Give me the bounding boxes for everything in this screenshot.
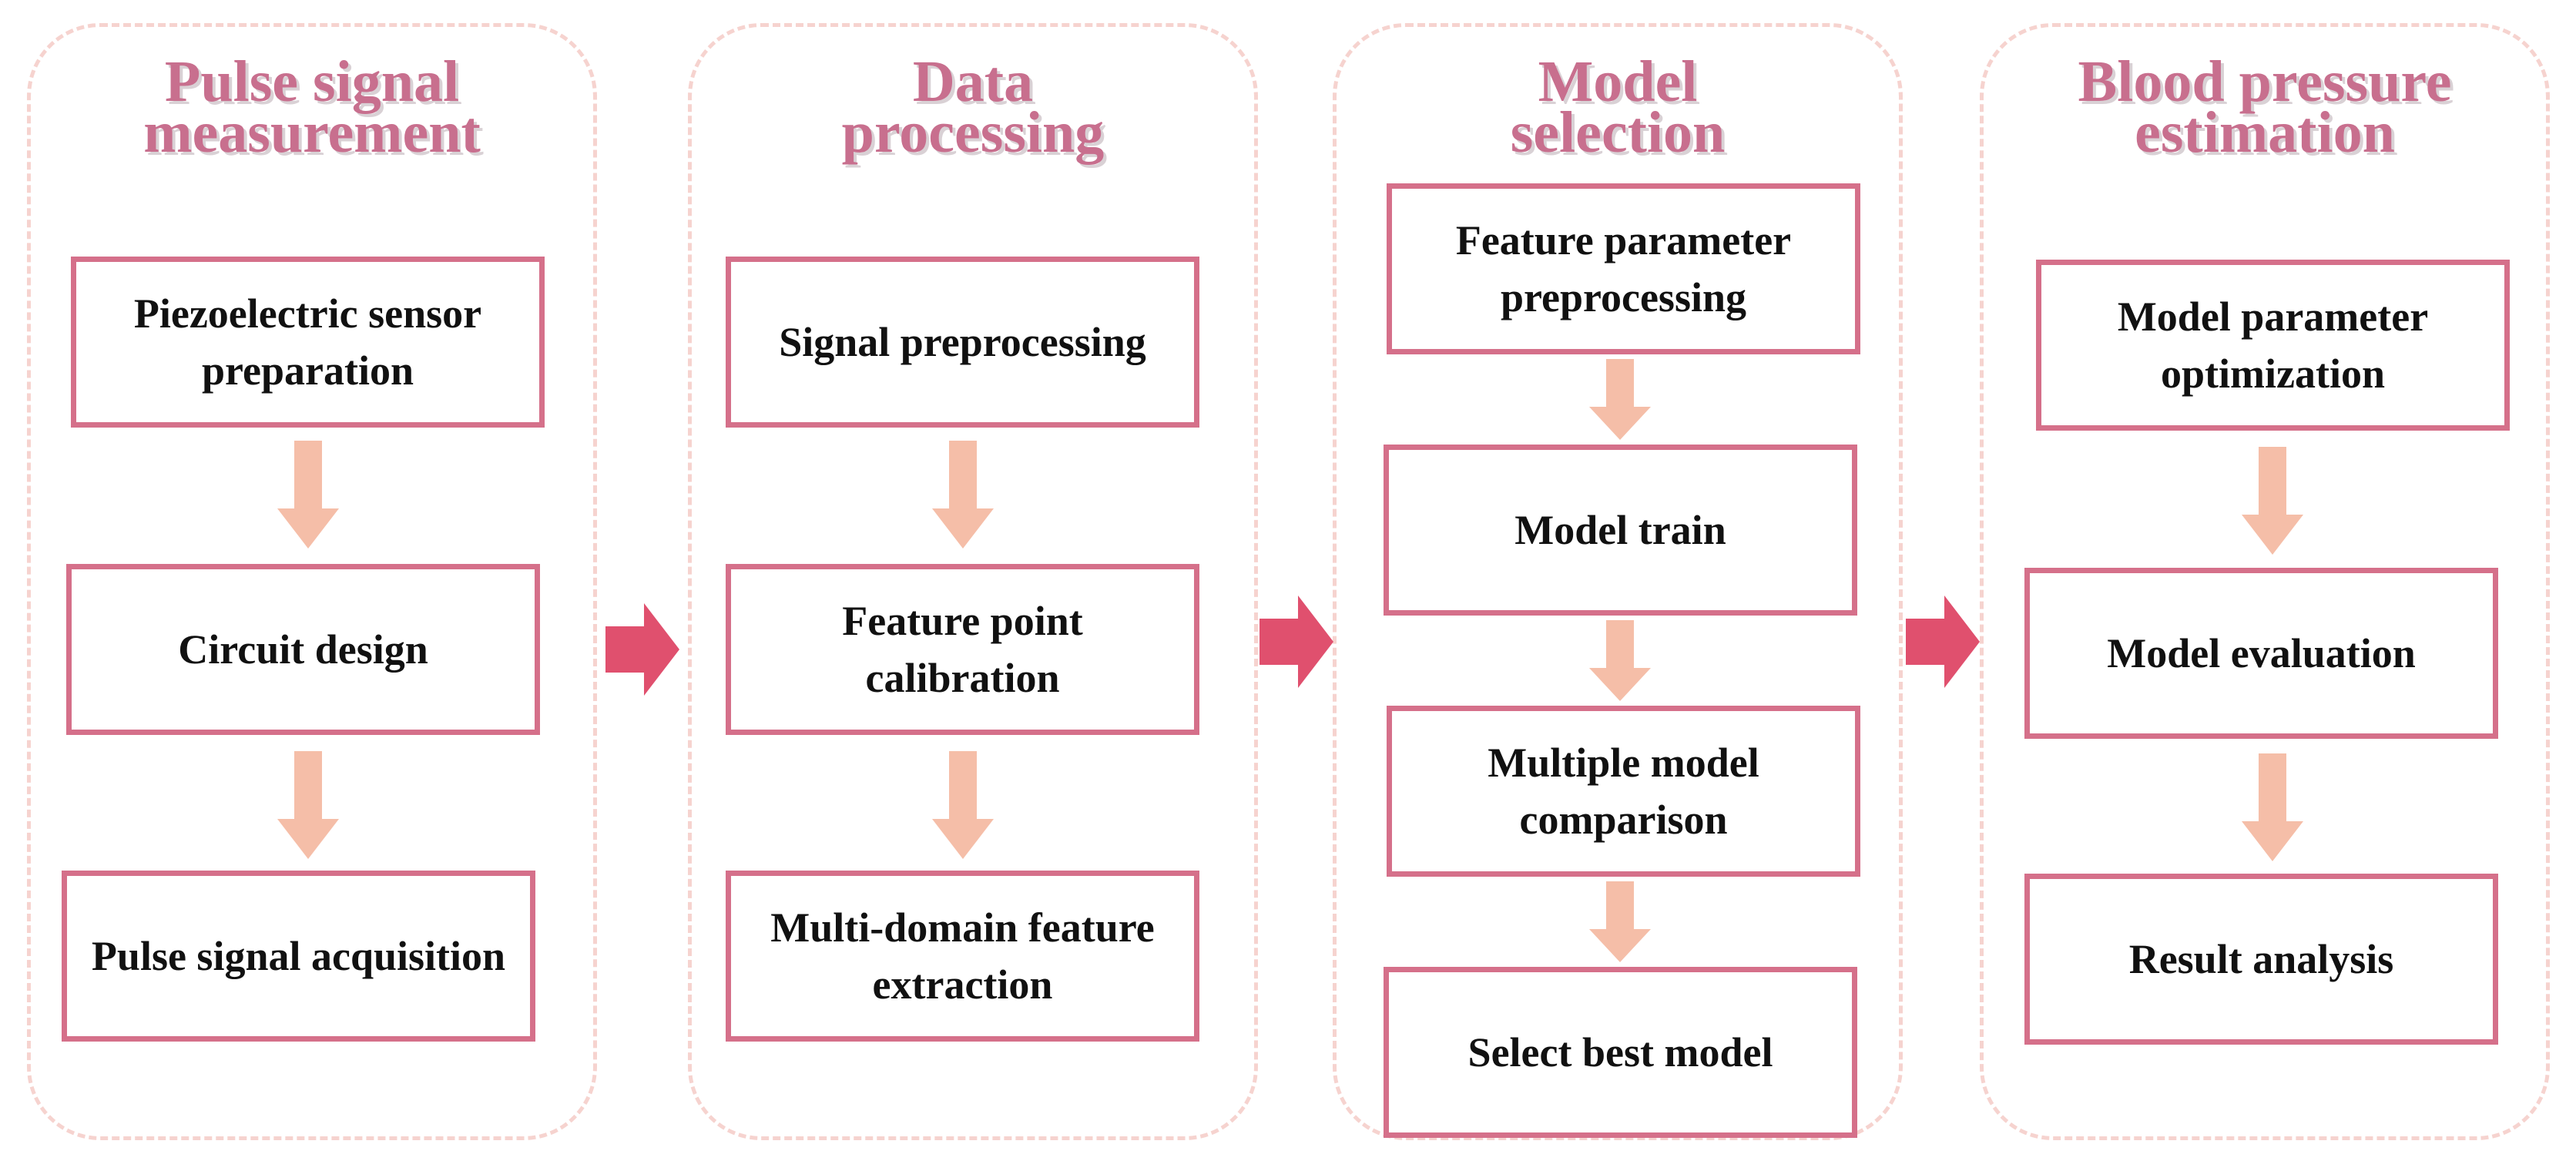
- stage-panel-data-processing: Data processing: [688, 23, 1258, 1140]
- step-box: Feature parameter preprocessing: [1387, 183, 1860, 354]
- step-box: Result analysis: [2024, 874, 2498, 1045]
- step-label: Model parameter optimization: [2117, 294, 2429, 397]
- step-label: Model evaluation: [2107, 630, 2416, 676]
- down-arrow-icon: [1589, 359, 1651, 440]
- stage-panel-bp-estimation: Blood pressure estimation: [1980, 23, 2550, 1140]
- step-label: Result analysis: [2128, 936, 2394, 982]
- step-label: Multiple model comparison: [1488, 740, 1759, 843]
- step-box: Select best model: [1384, 967, 1857, 1138]
- stage-title-line: Model: [1538, 49, 1698, 114]
- step-box: Pulse signal acquisition: [62, 871, 535, 1042]
- stage-title-line: estimation: [2135, 100, 2395, 165]
- step-box: Multi-domain feature extraction: [726, 871, 1199, 1042]
- down-arrow-icon: [932, 441, 994, 549]
- right-arrow-icon: [605, 603, 679, 696]
- stage-panel-pulse-measurement: Pulse signal measurement: [27, 23, 597, 1140]
- step-label: Multi-domain feature extraction: [770, 904, 1155, 1008]
- down-arrow-icon: [277, 441, 339, 549]
- step-label: Circuit design: [178, 626, 428, 673]
- right-arrow-icon: [1906, 596, 1980, 688]
- stage-title-line: selection: [1510, 100, 1726, 165]
- step-box: Model evaluation: [2024, 568, 2498, 739]
- step-label: Signal preprocessing: [779, 319, 1146, 365]
- step-label: Select best model: [1467, 1029, 1773, 1075]
- step-label: Feature parameter preprocessing: [1455, 217, 1792, 320]
- step-box: Signal preprocessing: [726, 257, 1199, 428]
- step-box: Model parameter optimization: [2036, 260, 2510, 431]
- step-label: Piezoelectric sensor preparation: [133, 290, 482, 394]
- stage-title: Model selection: [1337, 49, 1899, 165]
- stage-panel-model-selection: Model selection: [1333, 23, 1903, 1140]
- step-box: Piezoelectric sensor preparation: [71, 257, 545, 428]
- right-arrow-icon: [1259, 596, 1333, 688]
- down-arrow-icon: [277, 751, 339, 859]
- stage-title-line: measurement: [143, 100, 481, 165]
- down-arrow-icon: [1589, 620, 1651, 701]
- down-arrow-icon: [932, 751, 994, 859]
- step-box: Feature point calibration: [726, 564, 1199, 735]
- down-arrow-icon: [1589, 881, 1651, 962]
- step-box: Model train: [1384, 445, 1857, 616]
- step-label: Feature point calibration: [842, 598, 1083, 701]
- stage-title-line: Pulse signal: [164, 49, 460, 114]
- down-arrow-icon: [2242, 447, 2303, 555]
- step-label: Pulse signal acquisition: [91, 933, 506, 979]
- stage-title-line: processing: [841, 100, 1105, 165]
- stage-title-line: Blood pressure: [2078, 49, 2452, 114]
- stage-title-line: Data: [912, 49, 1034, 114]
- stage-title: Blood pressure estimation: [1984, 49, 2546, 165]
- step-box: Circuit design: [66, 564, 540, 735]
- stage-title: Data processing: [692, 49, 1254, 165]
- step-box: Multiple model comparison: [1387, 706, 1860, 877]
- stage-title: Pulse signal measurement: [31, 49, 593, 165]
- down-arrow-icon: [2242, 753, 2303, 861]
- step-label: Model train: [1514, 507, 1726, 553]
